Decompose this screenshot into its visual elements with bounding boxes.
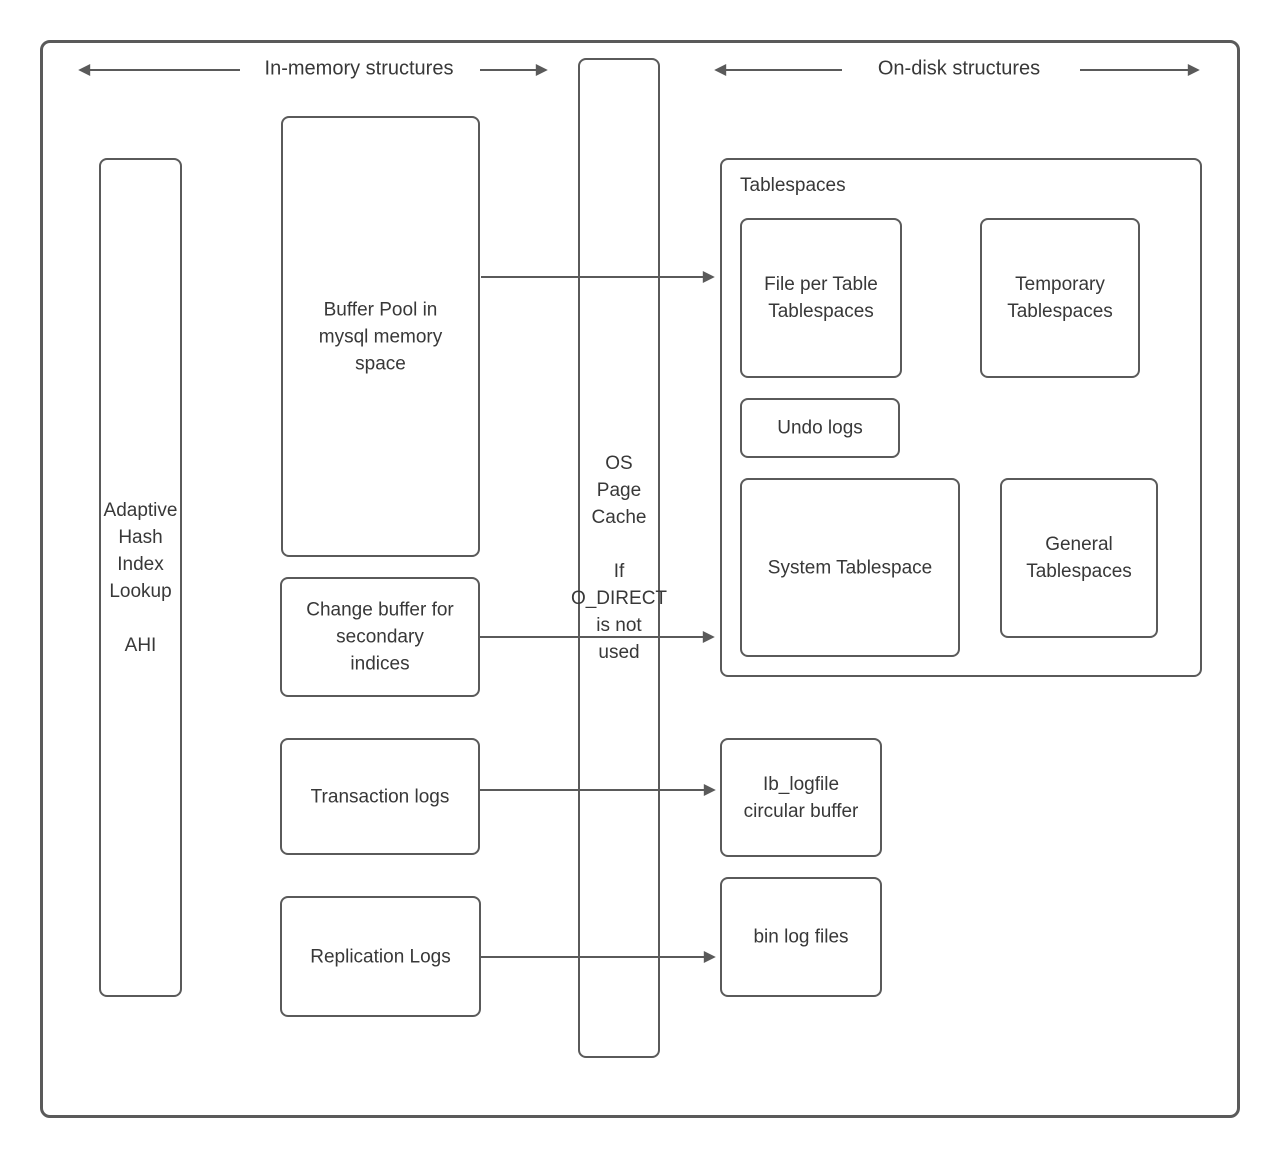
replication-logs-label: Replication Logs — [310, 946, 451, 967]
tablespaces-group-label: Tablespaces — [740, 175, 846, 196]
undo-logs-label: Undo logs — [777, 417, 863, 439]
bin-log-files-label: bin log files — [753, 926, 849, 948]
change-buffer-label: Change buffer for secondary indices — [306, 599, 454, 675]
node-change-buffer: Change buffer for secondary indices — [280, 577, 480, 697]
node-undo-logs: Undo logs — [740, 398, 900, 458]
node-buffer-pool: Buffer Pool in mysql memory space — [281, 116, 480, 557]
node-temporary-tablespaces: Temporary Tablespaces — [980, 218, 1140, 378]
in-memory-header-label: In-memory structures — [264, 57, 454, 80]
node-transaction-logs: Transaction logs — [280, 738, 480, 855]
node-file-per-table-tablespaces: File per Table Tablespaces — [740, 218, 902, 378]
adaptive-hash-index-label: Adaptive Hash Index Lookup AHI — [103, 499, 178, 656]
os-page-cache-label: OS Page Cache If O_DIRECT is not used — [570, 453, 668, 663]
diagram-outer-frame — [40, 40, 1240, 1118]
temporary-tablespaces-label: Temporary Tablespaces — [1007, 274, 1113, 322]
on-disk-header-label: On-disk structures — [877, 57, 1041, 80]
node-general-tablespaces: General Tablespaces — [1000, 478, 1158, 638]
file-per-table-tablespaces-label: File per Table Tablespaces — [764, 274, 878, 322]
transaction-logs-label: Transaction logs — [310, 786, 450, 807]
node-os-page-cache: OS Page Cache If O_DIRECT is not used — [571, 58, 667, 1058]
general-tablespaces-label: General Tablespaces — [1026, 534, 1132, 582]
node-system-tablespace: System Tablespace — [740, 478, 960, 657]
ib-logfile-label: Ib_logfile circular buffer — [743, 773, 859, 822]
node-bin-log-files: bin log files — [720, 877, 882, 997]
node-adaptive-hash-index: Adaptive Hash Index Lookup AHI — [99, 158, 182, 997]
buffer-pool-label: Buffer Pool in mysql memory space — [318, 299, 443, 374]
system-tablespace-label: System Tablespace — [767, 557, 933, 578]
node-ib-logfile: Ib_logfile circular buffer — [720, 738, 882, 857]
node-replication-logs: Replication Logs — [280, 896, 481, 1017]
